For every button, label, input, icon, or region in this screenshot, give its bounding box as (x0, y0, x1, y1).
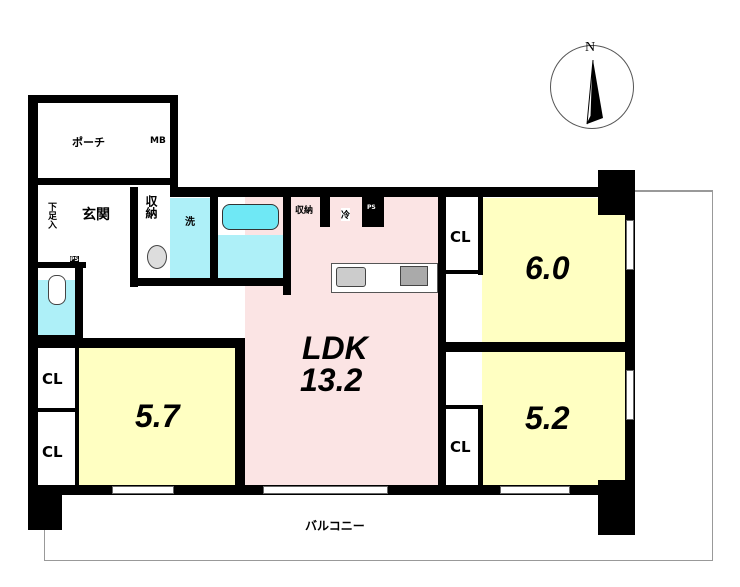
ldk-size: 13.2 (300, 362, 363, 398)
compass-north-label: N (585, 40, 596, 55)
porch-label: ポーチ (72, 136, 105, 149)
stove-icon (400, 266, 428, 286)
room-6-size: 6.0 (525, 250, 570, 286)
bathroom-floor (218, 235, 283, 278)
washer-label: 洗 (185, 217, 195, 228)
window (500, 486, 570, 494)
ldk-label: LDK (302, 330, 368, 366)
closet-label: CL (42, 443, 63, 461)
compass: N (550, 40, 634, 129)
closet-label: CL (450, 228, 471, 246)
room-5-2-floor (482, 352, 625, 485)
closet-label: CL (450, 438, 471, 456)
washroom-floor (170, 198, 210, 278)
window (626, 370, 634, 420)
bathtub (222, 204, 279, 230)
toilet-icon (48, 275, 66, 305)
compass-arrow-icon (586, 59, 603, 125)
window (263, 486, 388, 494)
ps-label: PS (70, 256, 79, 263)
room-6-floor (482, 198, 625, 342)
ps-label: PS (367, 204, 376, 211)
room-5-2-size: 5.2 (525, 400, 570, 436)
storage-label: 収納 (144, 195, 158, 219)
mb-label: MB (150, 136, 166, 146)
closet-label: CL (42, 370, 63, 388)
balcony-label: バルコニー (305, 519, 365, 533)
fridge-label: 冷 (341, 208, 351, 221)
shoe-storage-label: 下足入 (46, 202, 56, 229)
window (626, 220, 634, 270)
entrance-label: 玄関 (82, 207, 110, 223)
sink-icon (336, 267, 366, 287)
window (112, 486, 174, 494)
kitchen-storage-label: 収納 (295, 206, 314, 216)
washbasin-icon (147, 245, 167, 269)
room-5-7-size: 5.7 (135, 398, 180, 434)
room-5-7-floor (78, 348, 235, 485)
